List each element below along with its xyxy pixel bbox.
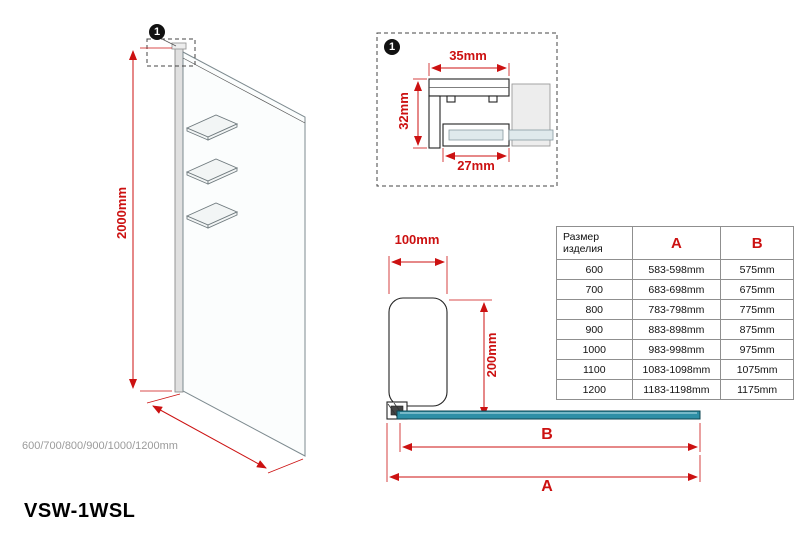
profile-leg bbox=[428, 95, 441, 149]
cell-b: 1075mm bbox=[720, 359, 794, 380]
detail-27mm-label: 27mm bbox=[457, 158, 495, 173]
cell-size: 600 bbox=[556, 259, 633, 280]
cell-b: 975mm bbox=[720, 339, 794, 360]
cell-a: 583-598mm bbox=[631, 259, 722, 280]
table-row: 1100 1083-1098mm 1075mm bbox=[556, 359, 794, 380]
dimension-2000mm bbox=[129, 47, 172, 392]
width-options-label: 600/700/800/900/1000/1200mm bbox=[22, 440, 178, 452]
plan-a-label: A bbox=[541, 478, 553, 495]
dimension-b bbox=[399, 423, 701, 452]
cell-b: 875mm bbox=[720, 319, 794, 340]
cell-size: 1000 bbox=[556, 339, 633, 360]
dimension-100mm bbox=[388, 256, 448, 294]
model-name: VSW-1WSL bbox=[24, 500, 136, 522]
cell-size: 1200 bbox=[556, 379, 633, 400]
cell-a: 683-698mm bbox=[631, 279, 722, 300]
glass-slot bbox=[448, 129, 504, 141]
plan-b-label: B bbox=[541, 426, 553, 443]
callout-leader-line bbox=[159, 37, 177, 47]
table-row: 800 783-798mm 775mm bbox=[556, 299, 794, 320]
cell-a: 783-798mm bbox=[631, 299, 722, 320]
detail-view-marker-1: 1 bbox=[384, 39, 400, 55]
cell-size: 900 bbox=[556, 319, 633, 340]
table-row: 1200 1183-1198mm 1175mm bbox=[556, 379, 794, 400]
table-row: 1000 983-998mm 975mm bbox=[556, 339, 794, 360]
cell-size: 1100 bbox=[556, 359, 633, 380]
dimension-a bbox=[386, 423, 701, 482]
top-rail-edge bbox=[182, 57, 306, 124]
cell-b: 1175mm bbox=[720, 379, 794, 400]
cell-b: 775mm bbox=[720, 299, 794, 320]
glass-edge-section bbox=[508, 129, 554, 141]
shelf-2 bbox=[185, 158, 239, 185]
dimension-width-options bbox=[146, 393, 304, 474]
plan-view bbox=[386, 256, 701, 482]
shelf-1 bbox=[185, 114, 239, 141]
cell-size: 800 bbox=[556, 299, 633, 320]
cell-a: 883-898mm bbox=[631, 319, 722, 340]
wall-profile-strip bbox=[174, 46, 184, 393]
glass-panel bbox=[182, 51, 306, 457]
table-header-a: A bbox=[631, 226, 722, 260]
dimension-35mm bbox=[428, 63, 510, 76]
detail-callout-box bbox=[146, 38, 196, 67]
table-row: 900 883-898mm 875mm bbox=[556, 319, 794, 340]
table-header-row: Размер изделия A B bbox=[556, 226, 794, 260]
cell-size: 700 bbox=[556, 279, 633, 300]
height-dimension-label: 2000mm bbox=[114, 186, 129, 240]
table-row: 600 583-598mm 575mm bbox=[556, 259, 794, 280]
cell-b: 575mm bbox=[720, 259, 794, 280]
plan-200mm-label: 200mm bbox=[484, 332, 499, 378]
detail-32mm-label: 32mm bbox=[396, 92, 411, 130]
plan-100mm-label: 100mm bbox=[394, 232, 440, 247]
glass-panel-plan bbox=[396, 410, 701, 420]
dimension-32mm bbox=[413, 78, 427, 149]
table-header-b: B bbox=[720, 226, 794, 260]
detail-view-border bbox=[376, 32, 558, 187]
panel-isometric-view bbox=[129, 37, 306, 474]
table-header-size: Размер изделия bbox=[556, 226, 633, 260]
detail-marker-1: 1 bbox=[149, 24, 165, 40]
profile-detail-view bbox=[376, 32, 558, 187]
dimension-27mm bbox=[442, 148, 510, 162]
table-row: 700 683-698mm 675mm bbox=[556, 279, 794, 300]
cell-b: 675mm bbox=[720, 279, 794, 300]
top-bracket bbox=[171, 42, 187, 50]
wall-bracket-plan bbox=[388, 297, 448, 407]
cell-a: 1083-1098mm bbox=[631, 359, 722, 380]
shelf-3 bbox=[185, 202, 239, 229]
size-table: Размер изделия A B 600 583-598mm 575mm 7… bbox=[556, 226, 794, 400]
cell-a: 1183-1198mm bbox=[631, 379, 722, 400]
cell-a: 983-998mm bbox=[631, 339, 722, 360]
detail-35mm-label: 35mm bbox=[449, 48, 487, 63]
